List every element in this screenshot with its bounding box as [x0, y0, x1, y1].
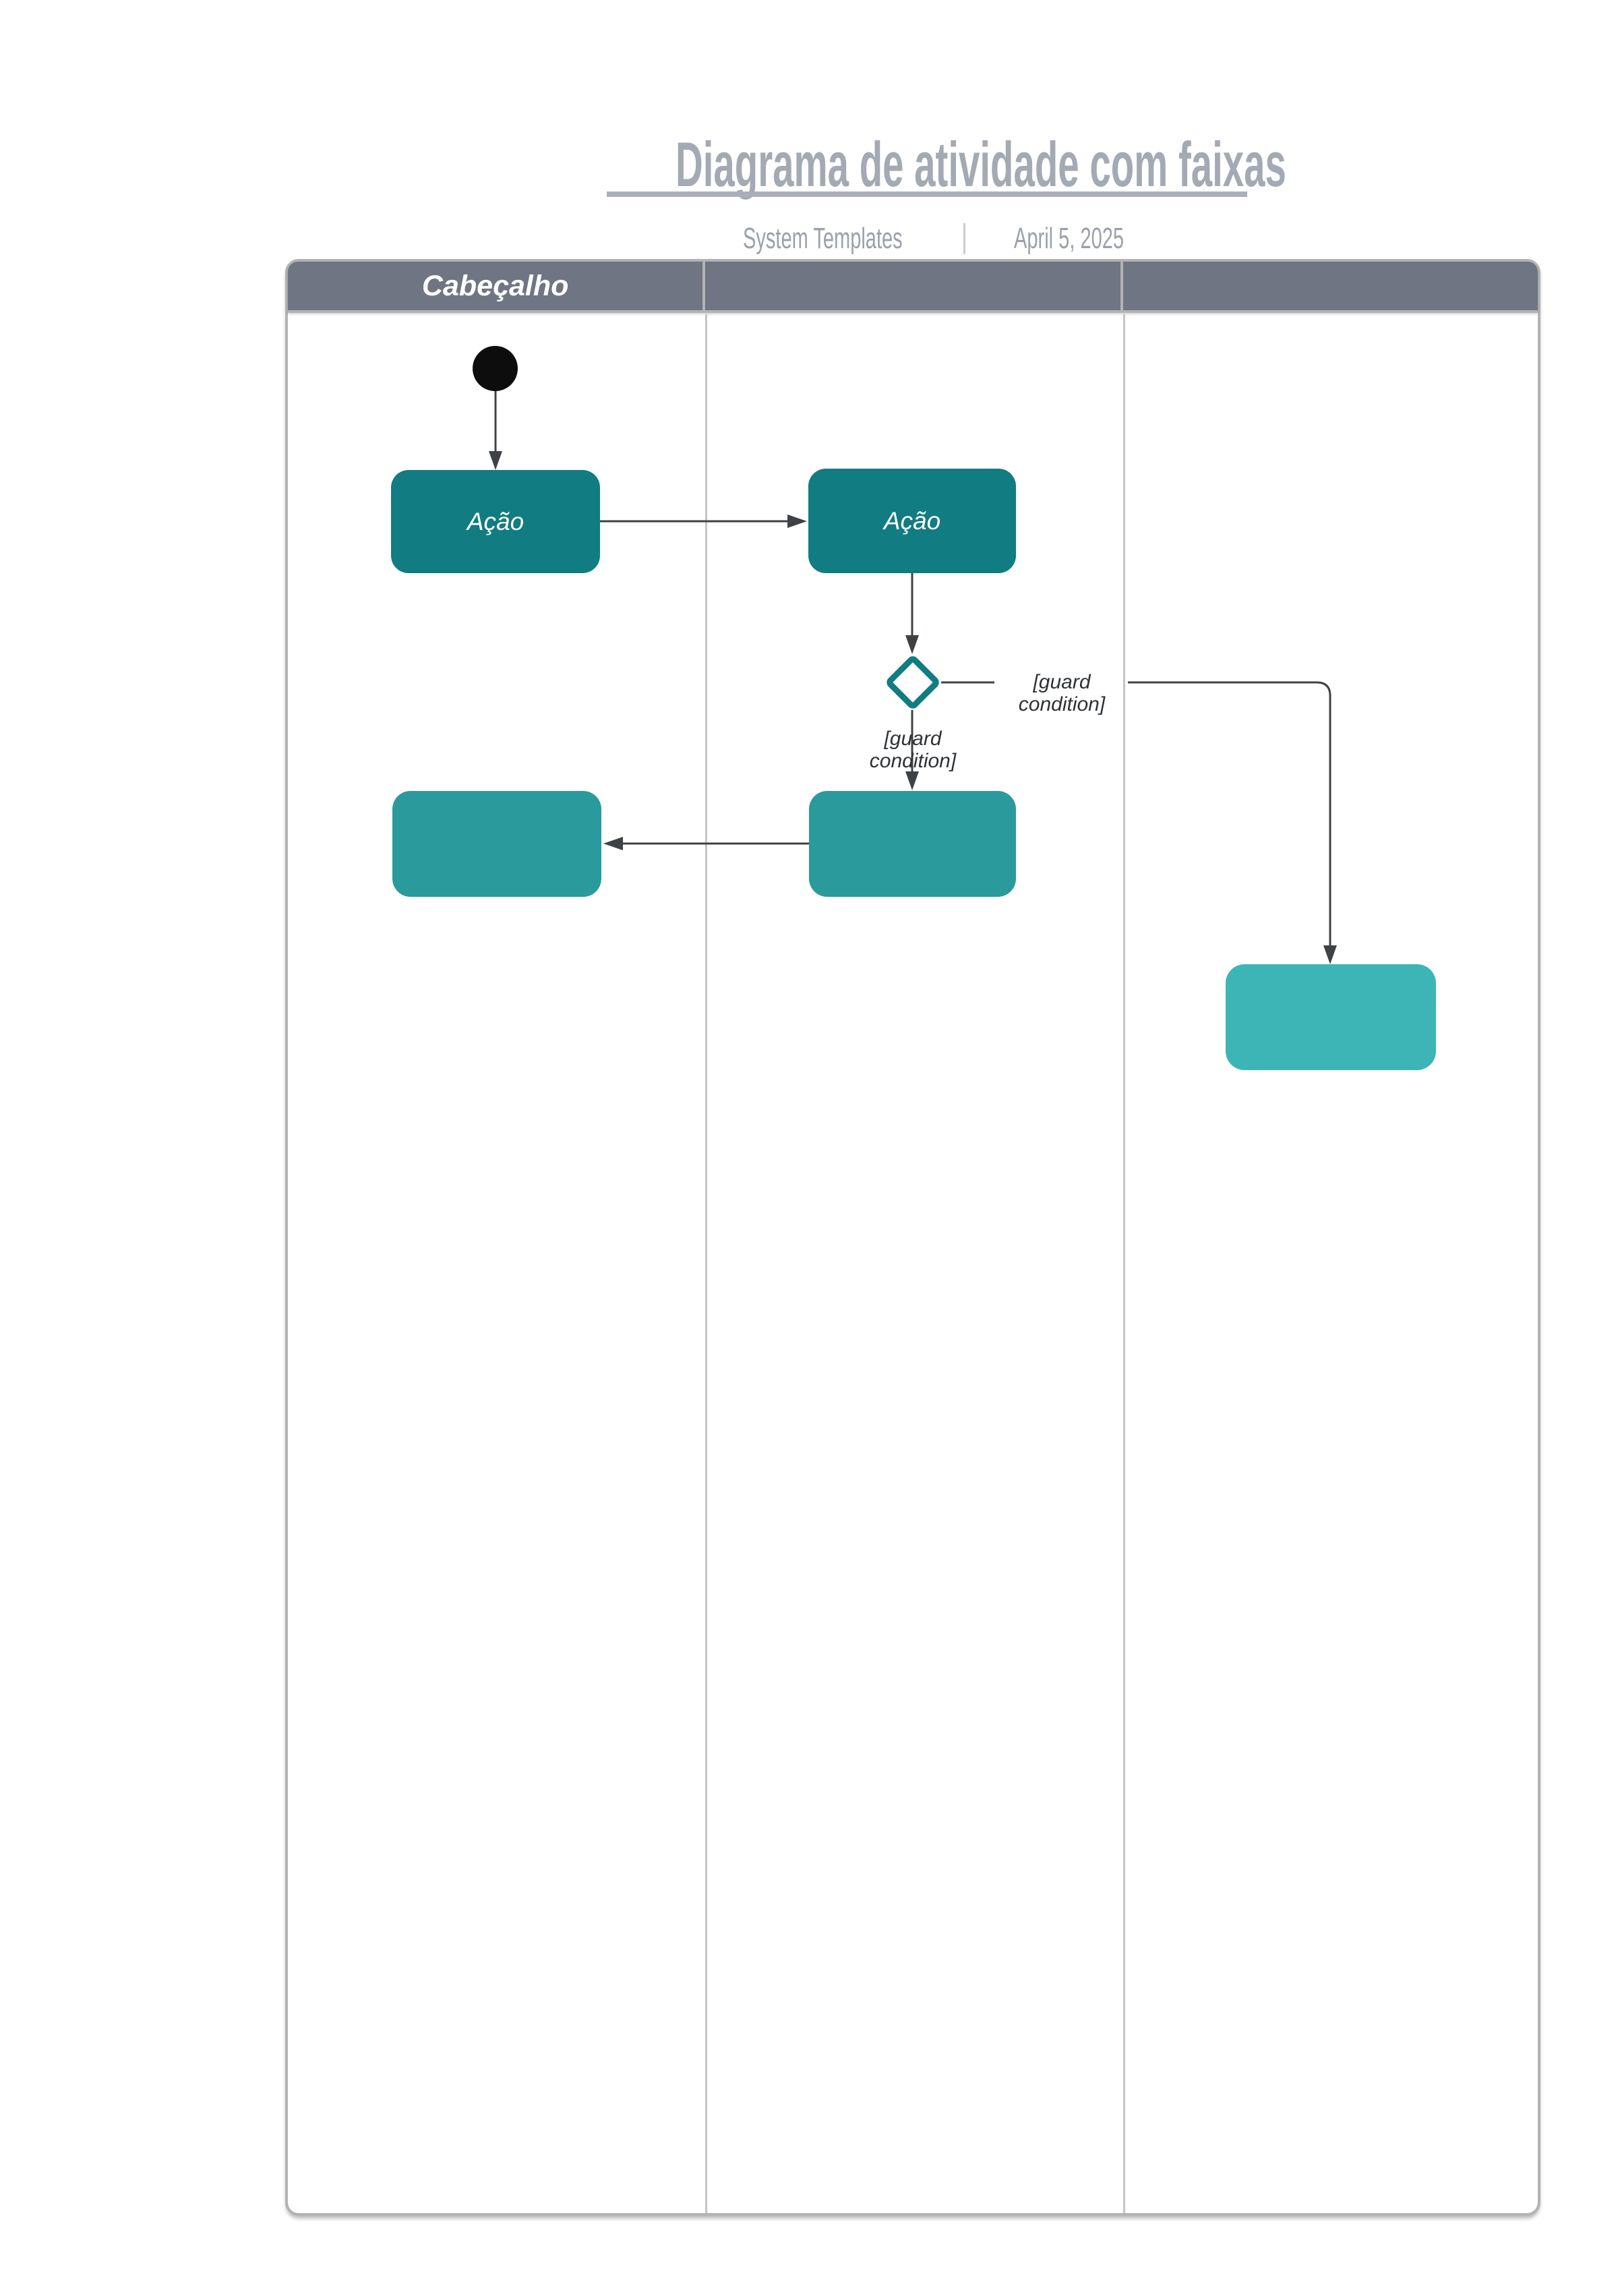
activity-node-2[interactable] [809, 791, 1016, 897]
page-title: Diagrama de atividade com faixas [472, 128, 1382, 201]
guard-label-right: [guard condition] [1018, 671, 1106, 715]
action-label: Ação [467, 507, 525, 535]
lane-divider-2 [1123, 314, 1125, 2213]
lane-header-3[interactable] [1120, 262, 1538, 310]
subtitle-date: April 5, 2025 [1014, 222, 1125, 255]
page-subtitle: System Templates April 5, 2025 [472, 220, 1382, 258]
guard-label-bottom: [guard condition] [869, 728, 957, 772]
action-label: Ação [883, 506, 941, 535]
activity-node-3[interactable] [1226, 964, 1436, 1070]
subtitle-source: System Templates [742, 222, 903, 255]
page-title-text: Diagrama de atividade com faixas [675, 129, 1286, 200]
subtitle-separator [963, 223, 966, 254]
action-node-1[interactable]: Ação [391, 470, 600, 573]
lane-header-1[interactable]: Cabeçalho [421, 269, 569, 302]
initial-node[interactable] [473, 346, 518, 391]
lane-header-2[interactable] [702, 262, 1120, 310]
lane-divider-1 [705, 314, 707, 2213]
action-node-2[interactable]: Ação [808, 469, 1016, 573]
swimlane-header-row: Cabeçalho [288, 262, 1538, 313]
title-underline [607, 192, 1247, 197]
activity-node-1[interactable] [392, 791, 601, 897]
